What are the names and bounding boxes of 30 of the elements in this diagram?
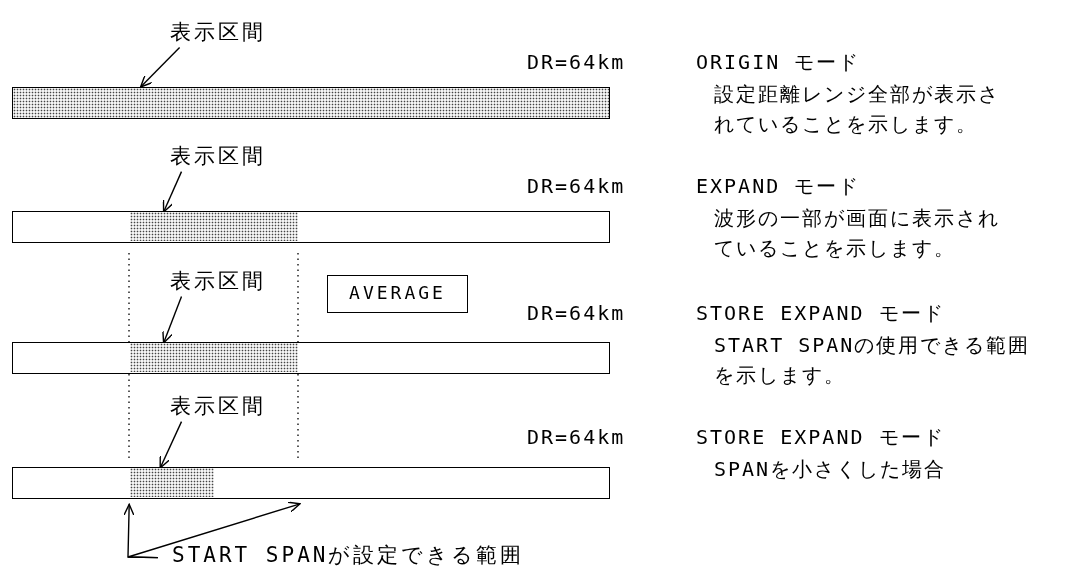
mode-title: ORIGIN モード [696, 49, 861, 76]
range-label: DR=64km [527, 173, 626, 200]
display-segment [130, 468, 214, 497]
mode-title: STORE EXPAND モード [696, 300, 945, 327]
range-bar [12, 87, 610, 119]
display-segment [130, 343, 298, 372]
leader-arrow [127, 501, 301, 559]
mode-title: STORE EXPAND モード [696, 424, 945, 451]
range-label: DR=64km [527, 424, 626, 451]
leader-arrow [159, 420, 183, 469]
text-label: START SPANが設定できる範囲 [172, 542, 525, 568]
mode-description: 設定距離レンジ全部が表示されていることを示します。 [714, 81, 1001, 138]
range-label: DR=64km [527, 49, 626, 76]
text-label: 表示区間 [170, 268, 266, 294]
text-label: 表示区間 [170, 393, 266, 419]
mode-description: 波形の一部が画面に表示されていることを示します。 [714, 205, 1001, 262]
leader-arrow [162, 295, 183, 344]
range-bar [12, 342, 610, 374]
text-label: 表示区間 [170, 143, 266, 169]
mode-title: EXPAND モード [696, 173, 861, 200]
leader-arrow [139, 46, 181, 88]
mode-description: SPANを小さくした場合 [714, 456, 948, 483]
display-segment [130, 212, 298, 241]
range-label: DR=64km [527, 300, 626, 327]
average-box: AVERAGE [327, 275, 468, 313]
mode-description: START SPANの使用できる範囲を示します。 [714, 332, 1032, 389]
range-bar [12, 467, 610, 499]
range-bar [12, 211, 610, 243]
leader-arrow [162, 170, 183, 213]
text-label: 表示区間 [170, 19, 266, 45]
